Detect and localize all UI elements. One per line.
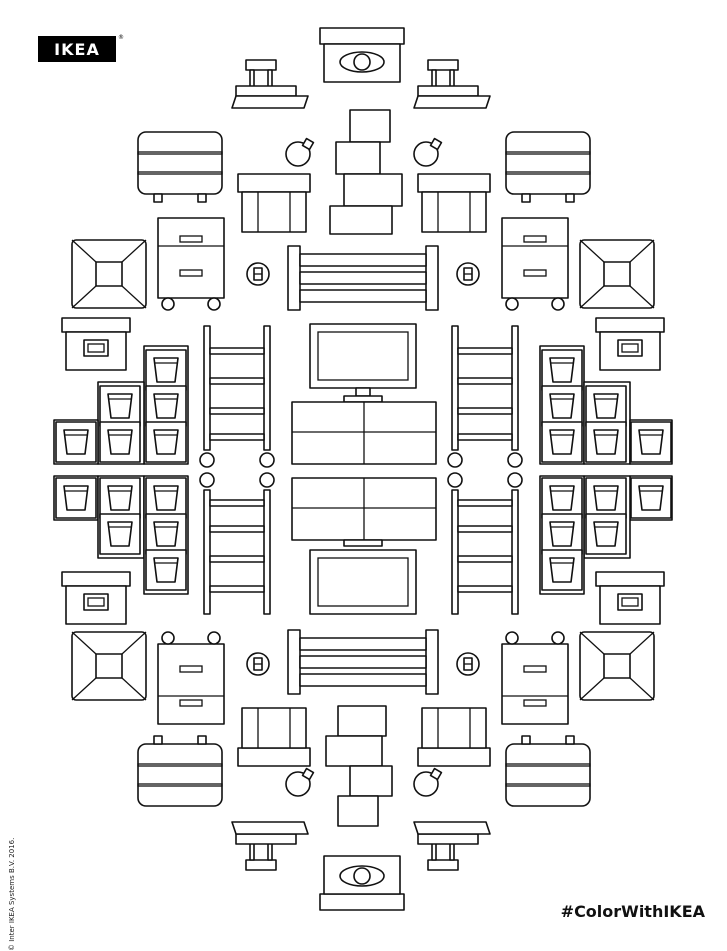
side-table-top-left (237, 173, 311, 233)
tv-top (309, 323, 417, 403)
armchair-bottom-left (137, 735, 223, 807)
side-table-bottom-left (237, 707, 311, 767)
bin-shelf-left (53, 345, 189, 595)
drawer-cabinet-bottom-left (157, 631, 225, 725)
ladder-shelf-lower-left (199, 472, 275, 615)
storage-box-top (319, 27, 405, 83)
ladder-shelf-upper-left (199, 325, 275, 468)
slatted-bench-top (287, 245, 439, 311)
drawer-cabinet-top-right (501, 217, 569, 311)
lamp-top-right (413, 137, 443, 167)
pouf-bottom-left (71, 631, 147, 701)
stacked-boxes-top (329, 109, 403, 235)
armchair-top-right (505, 131, 591, 203)
lamp-bottom-right (413, 767, 443, 797)
logo-text: IKEA (54, 39, 100, 59)
armchair-top-left (137, 131, 223, 203)
rocking-bench-bottom-right (413, 821, 491, 871)
bin-shelf-right (539, 345, 673, 595)
lidded-box-lower-left (61, 571, 131, 625)
pouf-top-left (71, 239, 147, 309)
rocking-bench-left (231, 59, 309, 109)
storage-box-bottom (319, 855, 405, 911)
tv-bottom (309, 539, 417, 615)
hashtag-text: #ColorWithIKEA (560, 902, 705, 921)
ladder-shelf-lower-right (447, 472, 523, 615)
lamp-bottom-left (285, 767, 315, 797)
knob-bottom-right (456, 652, 480, 676)
slatted-bench-bottom (287, 629, 439, 695)
lidded-box-upper-right (595, 317, 665, 371)
side-table-bottom-right (417, 707, 491, 767)
tv-bench-bottom (291, 477, 437, 541)
knob-bottom-left (246, 652, 270, 676)
rocking-bench-right (413, 59, 491, 109)
side-table-top-right (417, 173, 491, 233)
knob-top-left (246, 262, 270, 286)
drawer-cabinet-bottom-right (501, 631, 569, 725)
tv-bench-top (291, 401, 437, 465)
armchair-bottom-right (505, 735, 591, 807)
registered-mark: ® (118, 34, 124, 41)
knob-top-right (456, 262, 480, 286)
lamp-top-left (285, 137, 315, 167)
copyright-text: © Inter IKEA Systems B.V. 2016. (8, 837, 16, 951)
stacked-boxes-bottom (325, 705, 393, 827)
ladder-shelf-upper-right (447, 325, 523, 468)
ikea-logo: IKEA (38, 36, 116, 62)
lidded-box-lower-right (595, 571, 665, 625)
lidded-box-upper-left (61, 317, 131, 371)
pouf-bottom-right (579, 631, 655, 701)
rocking-bench-bottom-left (231, 821, 309, 871)
pouf-top-right (579, 239, 655, 309)
drawer-cabinet-top-left (157, 217, 225, 311)
